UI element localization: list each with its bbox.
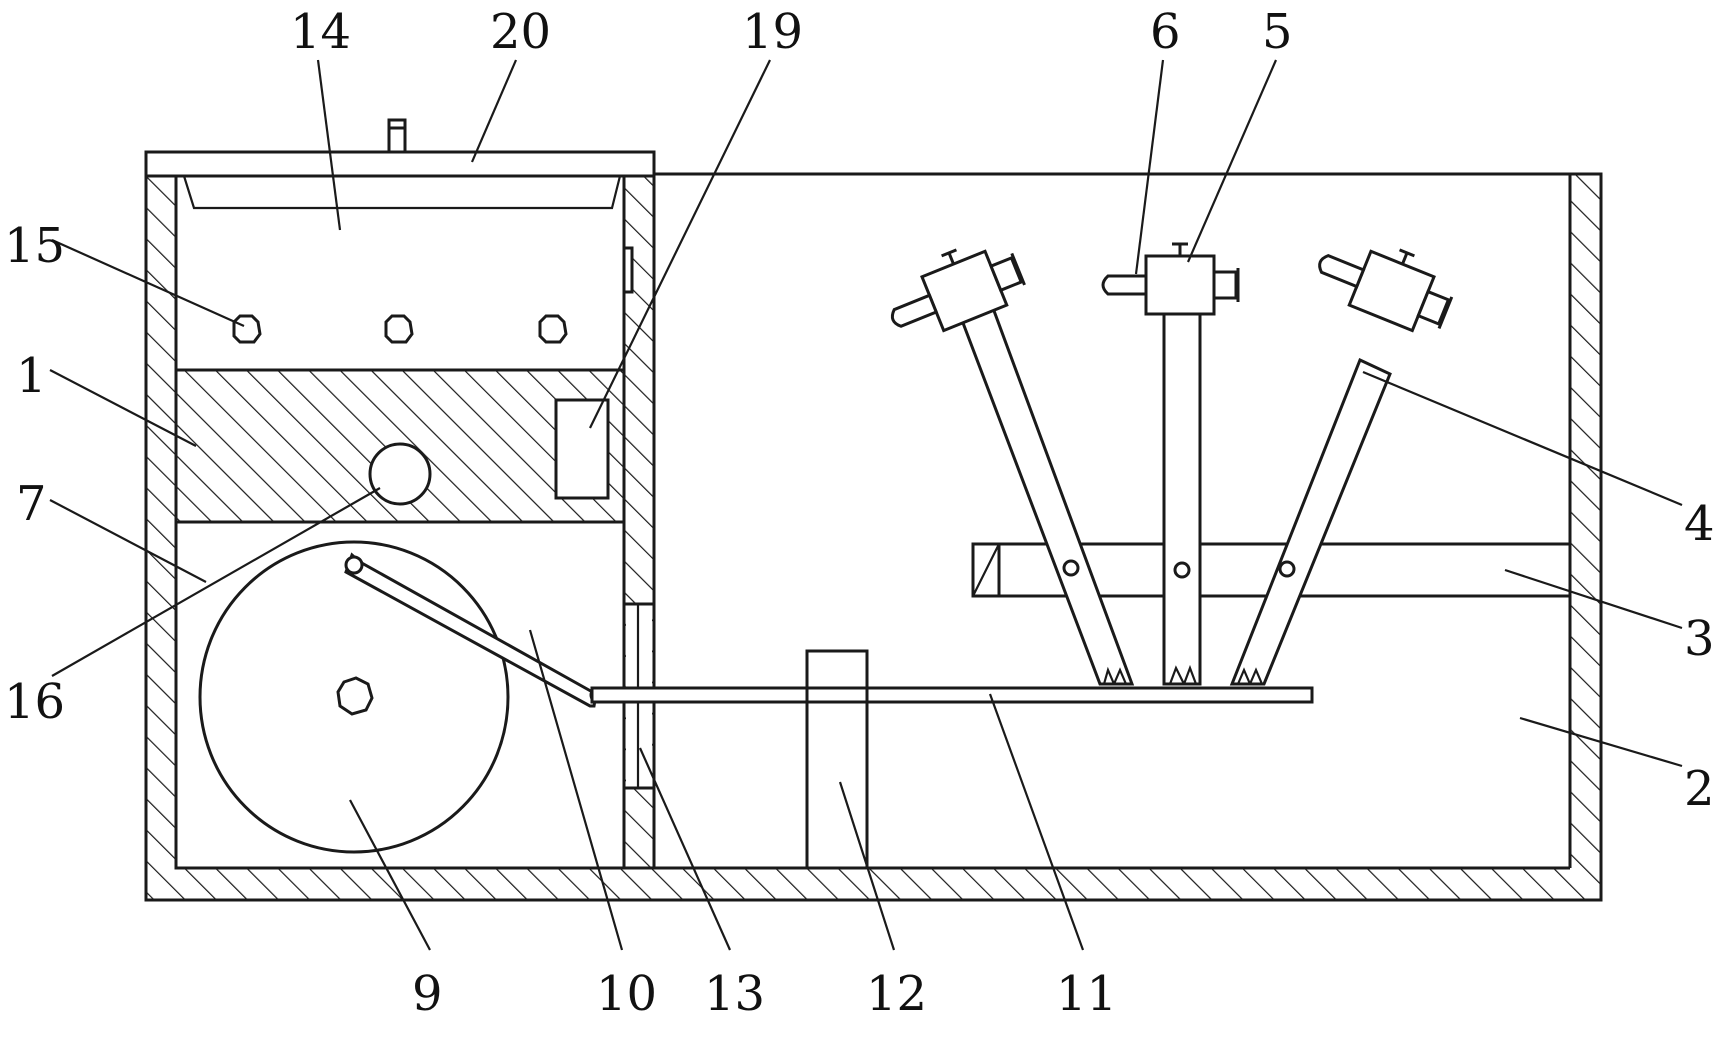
arm-left <box>958 297 1135 686</box>
arm-right <box>1229 357 1392 686</box>
part-labels: 14 20 19 6 5 15 1 7 16 4 3 2 9 10 13 12 … <box>4 4 1715 1022</box>
head-middle <box>1144 254 1216 316</box>
control-box <box>554 398 610 500</box>
roller-16 <box>368 442 432 506</box>
hole-15c <box>538 314 568 344</box>
label-4: 4 <box>1684 496 1715 552</box>
label-9: 9 <box>412 966 443 1022</box>
upper-tank <box>174 174 634 372</box>
housing-outline <box>144 172 1603 902</box>
cam-disc <box>198 540 510 854</box>
hole-15b <box>384 314 414 344</box>
label-15: 15 <box>4 218 65 274</box>
head-right <box>1347 249 1436 333</box>
label-3: 3 <box>1684 611 1715 667</box>
hole-15a <box>232 314 262 344</box>
rod-pivot-top <box>344 555 364 575</box>
cam-axle <box>336 676 374 716</box>
label-19: 19 <box>742 4 803 60</box>
cover-handle <box>387 118 407 154</box>
cover-plate <box>144 150 656 178</box>
label-1: 1 <box>16 348 47 404</box>
label-16: 16 <box>4 674 65 730</box>
label-10: 10 <box>596 966 657 1022</box>
label-6: 6 <box>1150 4 1181 60</box>
label-5: 5 <box>1262 4 1293 60</box>
label-2: 2 <box>1684 761 1715 817</box>
label-12: 12 <box>866 966 927 1022</box>
nozzle-6 <box>1101 274 1148 296</box>
label-20: 20 <box>490 4 551 60</box>
nozzle-heads <box>890 242 1454 333</box>
compartment-box <box>174 520 626 870</box>
top-cover <box>144 118 656 178</box>
label-13: 13 <box>704 966 765 1022</box>
arm-middle <box>1162 310 1202 686</box>
tank-lid-rim <box>182 175 622 210</box>
swing-arms <box>958 297 1392 686</box>
label-7: 7 <box>16 476 47 532</box>
tank-latch <box>622 246 634 294</box>
right-wall <box>1570 174 1601 876</box>
left-wall <box>146 176 176 876</box>
leader-lines <box>49 59 1683 951</box>
label-11: 11 <box>1056 966 1117 1022</box>
label-14: 14 <box>290 4 351 60</box>
lower-compartment <box>174 520 626 870</box>
push-bar <box>590 686 1314 704</box>
